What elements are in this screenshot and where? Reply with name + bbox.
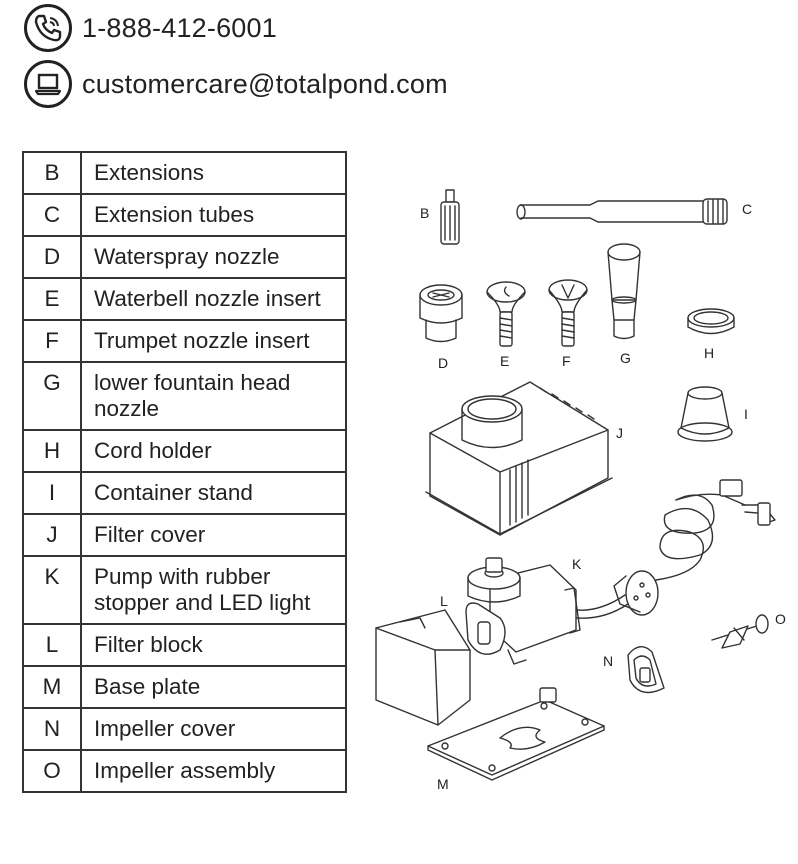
- part-name: Base plate: [80, 665, 347, 709]
- part-letter: L: [22, 623, 82, 667]
- part-name: Filter cover: [80, 513, 347, 557]
- part-letter: J: [22, 513, 82, 557]
- laptop-icon: [24, 60, 72, 108]
- part-letter: I: [22, 471, 82, 515]
- label-i: I: [744, 406, 748, 422]
- phone-icon: [24, 4, 72, 52]
- part-d-waterspray-nozzle: [419, 284, 463, 343]
- phone-number[interactable]: 1-888-412-6001: [82, 12, 277, 43]
- part-m-base-plate: [427, 687, 605, 781]
- part-letter: K: [22, 555, 82, 625]
- part-name: Pump with rubber stopper and LED light: [80, 555, 347, 625]
- part-letter: C: [22, 193, 82, 237]
- label-l: L: [440, 593, 448, 609]
- part-name: Container stand: [80, 471, 347, 515]
- part-letter: E: [22, 277, 82, 321]
- part-letter: O: [22, 749, 82, 793]
- label-b: B: [420, 205, 429, 221]
- part-i-container-stand: [677, 386, 733, 442]
- part-name: lower fountain head nozzle: [80, 361, 347, 431]
- part-k-pump: [465, 479, 776, 665]
- part-h-cord-holder: [687, 308, 735, 335]
- part-name: Trumpet nozzle insert: [80, 319, 347, 363]
- label-k: K: [572, 556, 582, 572]
- label-d: D: [438, 355, 448, 371]
- part-letter: H: [22, 429, 82, 473]
- label-o: O: [775, 611, 786, 627]
- part-e-waterbell-insert: [486, 281, 526, 347]
- part-name: Cord holder: [80, 429, 347, 473]
- label-m: M: [437, 776, 449, 792]
- part-g-lower-nozzle: [607, 243, 641, 340]
- diagram-labels: B C D E F G H I J K L M N O: [420, 201, 786, 792]
- part-letter: M: [22, 665, 82, 709]
- label-n: N: [603, 653, 613, 669]
- phone-contact: 1-888-412-6001: [24, 4, 277, 52]
- part-letter: N: [22, 707, 82, 751]
- email-contact: customercare@totalpond.com: [24, 60, 448, 108]
- label-g: G: [620, 350, 631, 366]
- part-f-trumpet-insert: [548, 279, 588, 347]
- part-name: Filter block: [80, 623, 347, 667]
- part-c-extension-tube: [516, 198, 728, 225]
- part-o-impeller-assembly: [711, 614, 769, 649]
- part-name: Waterspray nozzle: [80, 235, 347, 279]
- part-n-impeller-cover: [627, 646, 665, 694]
- email-address[interactable]: customercare@totalpond.com: [82, 68, 448, 99]
- part-name: Extension tubes: [80, 193, 347, 237]
- part-name: Extensions: [80, 151, 347, 195]
- part-l-filter-block: [375, 609, 471, 726]
- part-letter: F: [22, 319, 82, 363]
- label-c: C: [742, 201, 752, 217]
- part-name: Impeller cover: [80, 707, 347, 751]
- label-f: F: [562, 353, 571, 369]
- part-letter: B: [22, 151, 82, 195]
- part-name: Waterbell nozzle insert: [80, 277, 347, 321]
- exploded-parts-diagram: B C D E F G H I J K L M N O: [375, 189, 786, 792]
- label-h: H: [704, 345, 714, 361]
- part-b-extension: [440, 189, 460, 245]
- label-j: J: [616, 425, 623, 441]
- part-j-filter-cover: [425, 381, 613, 536]
- label-e: E: [500, 353, 509, 369]
- part-name: Impeller assembly: [80, 749, 347, 793]
- part-letter: D: [22, 235, 82, 279]
- part-letter: G: [22, 361, 82, 431]
